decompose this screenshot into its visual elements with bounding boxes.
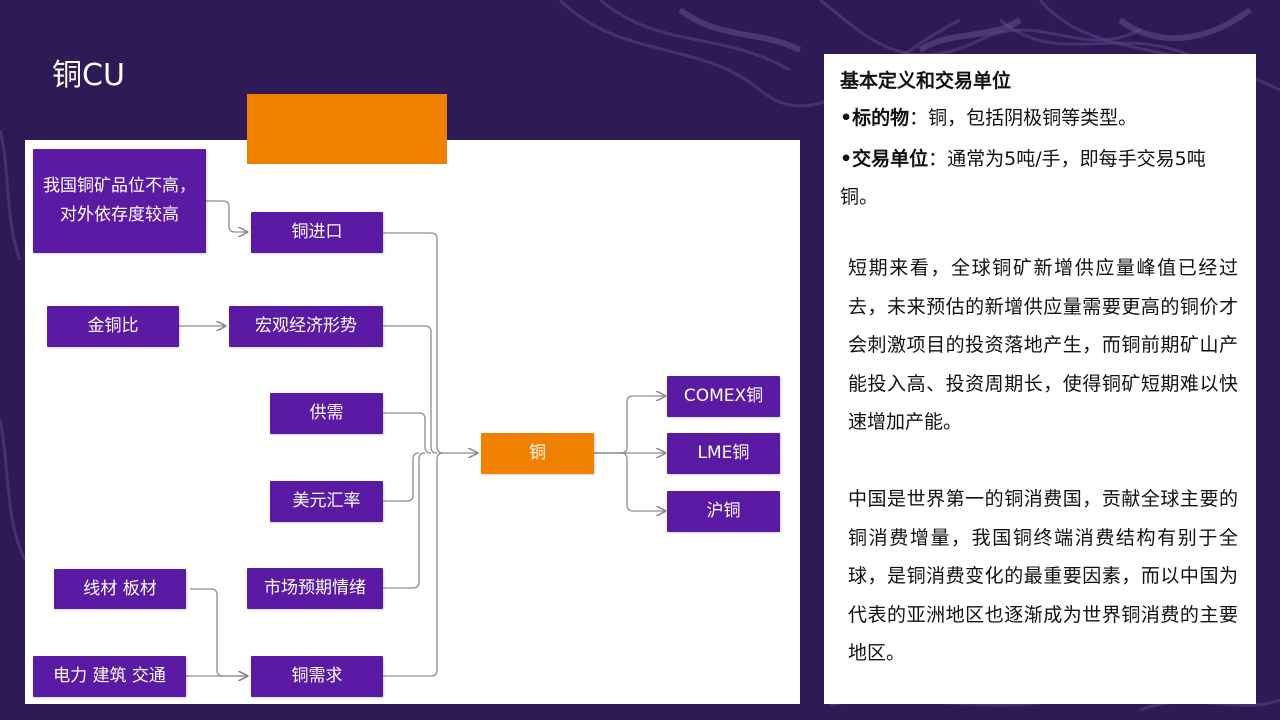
node-lme-copper: LME铜	[667, 433, 780, 474]
diagram-connectors	[179, 200, 800, 704]
node-gold-copper-ratio: 金铜比	[47, 306, 179, 347]
edge-usd-center	[383, 452, 420, 502]
edge-demand-center	[383, 452, 444, 677]
node-copper-center: 铜	[481, 433, 594, 474]
edge-wire-demand	[190, 588, 247, 676]
node-power-construction-traffic: 电力 建筑 交通	[33, 656, 186, 697]
info-unit-line: •交易单位：通常为5吨/手，即每手交易5吨	[840, 140, 1242, 178]
edge-lowgrade-import	[206, 200, 247, 232]
edge-supply-center	[383, 412, 432, 454]
node-shfe-copper: 沪铜	[667, 491, 780, 532]
info-subject-line: •标的物：铜，包括阴极铜等类型。	[840, 99, 1242, 137]
node-wire-sheet: 线材 板材	[54, 569, 186, 609]
edge-import-center	[383, 232, 477, 453]
node-supply-demand: 供需	[270, 393, 383, 434]
node-copper-import: 铜进口	[251, 212, 383, 253]
node-comex-copper: COMEX铜	[667, 376, 780, 417]
info-subject-text: ：铜，包括阴极铜等类型。	[909, 107, 1138, 129]
edge-macro-center	[383, 325, 438, 454]
node-macro-economy: 宏观经济形势	[229, 306, 383, 347]
info-heading: 基本定义和交易单位	[840, 70, 1012, 92]
info-unit-label: •交易单位	[840, 148, 929, 170]
info-panel: 基本定义和交易单位 •标的物：铜，包括阴极铜等类型。 •交易单位：通常为5吨/手…	[824, 54, 1256, 704]
info-paragraph-consumption: 中国是世界第一的铜消费国，贡献全球主要的铜消费增量，我国铜终端消费结构有别于全球…	[848, 488, 1238, 664]
node-low-grade-dependency: 我国铜矿品位不高，对外依存度较高	[33, 149, 206, 253]
diagram-panel: 我国铜矿品位不高，对外依存度较高 铜进口 金铜比 宏观经济形势 供需 美元汇率 …	[25, 140, 800, 704]
info-unit-text: ：通常为5吨/手，即每手交易5吨	[928, 148, 1206, 170]
orange-accent-block	[247, 94, 447, 164]
node-usd-exchange-rate: 美元汇率	[270, 481, 383, 522]
page-title: 铜CU	[52, 58, 125, 93]
node-copper-demand: 铜需求	[251, 656, 383, 697]
info-subject-label: •标的物	[840, 107, 910, 129]
node-market-sentiment: 市场预期情绪	[247, 568, 383, 609]
edge-center-shfe	[594, 452, 665, 511]
info-unit-line-cont: 铜。	[840, 186, 879, 208]
edge-sentiment-center	[383, 452, 426, 589]
info-paragraph-supply: 短期来看，全球铜矿新增供应量峰值已经过去，未来预估的新增供应量需要更高的铜价才会…	[848, 257, 1238, 433]
edge-center-comex	[594, 396, 665, 454]
